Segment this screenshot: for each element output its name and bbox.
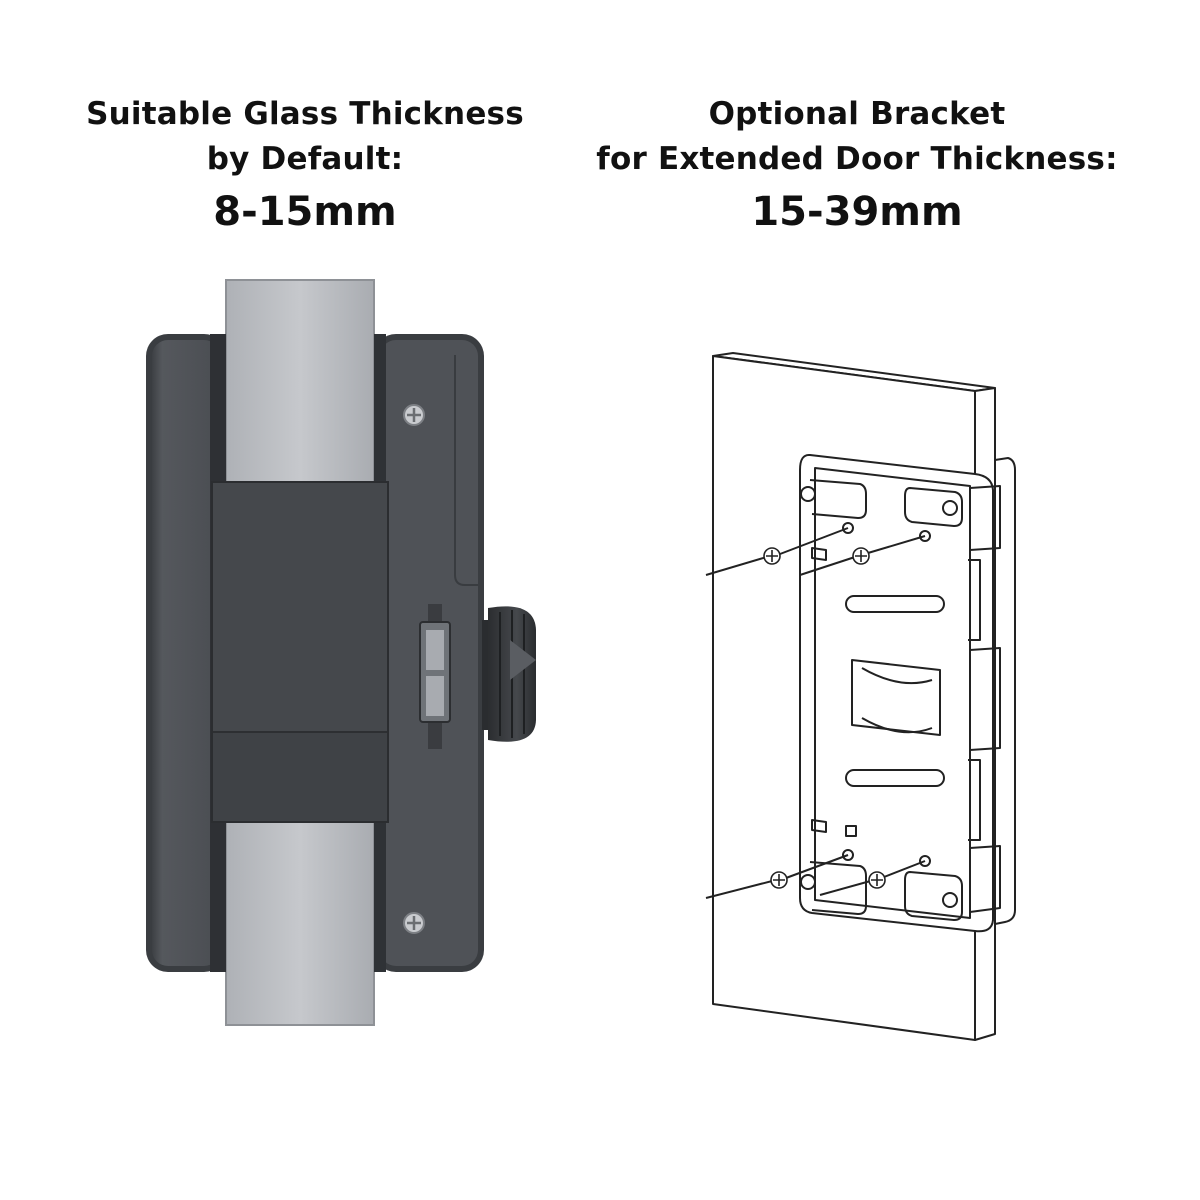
left-caption-value: 8-15mm xyxy=(213,189,397,235)
clamp-band xyxy=(211,481,389,823)
latch xyxy=(419,604,451,749)
right-lock-body xyxy=(374,334,484,972)
right-caption-value: 15-39mm xyxy=(751,189,963,235)
screw-icon xyxy=(763,547,886,889)
screw-icon xyxy=(403,912,425,934)
screw-icon xyxy=(403,404,425,426)
right-caption: Optional Bracket for Extended Door Thick… xyxy=(557,92,1157,242)
knob xyxy=(482,606,536,742)
left-caption-line2: by Default: xyxy=(206,141,404,177)
right-caption-line1: Optional Bracket xyxy=(708,96,1006,132)
bracket-plate xyxy=(799,453,994,933)
right-caption-line2: for Extended Door Thickness: xyxy=(596,141,1118,177)
left-caption: Suitable Glass Thickness by Default: 8-1… xyxy=(5,92,605,242)
left-caption-line1: Suitable Glass Thickness xyxy=(86,96,524,132)
